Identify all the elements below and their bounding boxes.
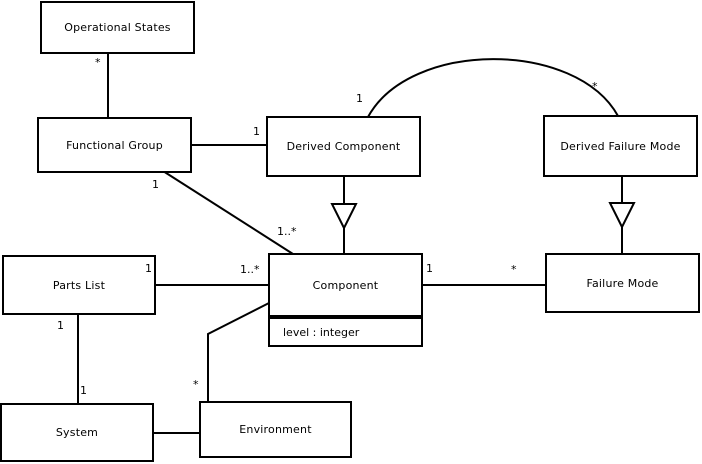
class-name: Derived Failure Mode — [560, 139, 681, 153]
class-name: Environment — [239, 423, 312, 436]
connector-functional-group-component — [162, 170, 294, 255]
class-name: Derived Component — [286, 140, 401, 153]
class-system: System — [0, 403, 154, 462]
multiplicity-environment-end: * — [193, 378, 199, 391]
generalization-triangle-icon — [330, 203, 358, 231]
class-derived-failure-mode: Derived Failure Mode — [543, 115, 698, 177]
class-derived-component: Derived Component — [266, 116, 421, 177]
class-failure-mode: Failure Mode — [545, 253, 700, 313]
multiplicity-parts-list-end: 1 — [57, 319, 64, 332]
multiplicity-derived-failure-mode-end: * — [592, 80, 598, 93]
multiplicity-system-end: 1 — [80, 384, 87, 397]
class-component: Component — [268, 253, 423, 317]
class-parts-list: Parts List — [2, 255, 156, 315]
multiplicity-derived-component-end: 1 — [356, 92, 363, 105]
multiplicity-failure-mode-end: * — [511, 263, 517, 276]
multiplicity-component-end: 1..* — [277, 225, 297, 238]
class-name: Failure Mode — [586, 276, 659, 290]
attribute-label: level : integer — [283, 325, 360, 339]
multiplicity-operational-states-end: * — [95, 56, 101, 69]
multiplicity-component-end: 1..* — [240, 263, 260, 276]
generalization-triangle-icon — [608, 202, 636, 230]
class-name: Functional Group — [66, 138, 163, 152]
class-environment: Environment — [199, 401, 352, 458]
multiplicity-parts-list-end: 1 — [145, 262, 152, 275]
class-name: Component — [312, 278, 379, 292]
connector-derived-component-derived-failure-mode-arc — [367, 58, 619, 118]
class-functional-group: Functional Group — [37, 117, 192, 173]
class-name: Parts List — [52, 278, 106, 292]
class-name: Operational States — [64, 21, 171, 34]
multiplicity-functional-group-end: 1 — [152, 178, 159, 191]
multiplicity-component-end: 1 — [426, 262, 433, 275]
connector-component-environment — [207, 302, 270, 402]
class-component-attributes: level : integer — [268, 317, 423, 347]
class-name: System — [55, 426, 99, 439]
class-operational-states: Operational States — [40, 1, 195, 54]
multiplicity-derived-component-end: 1 — [253, 125, 260, 138]
